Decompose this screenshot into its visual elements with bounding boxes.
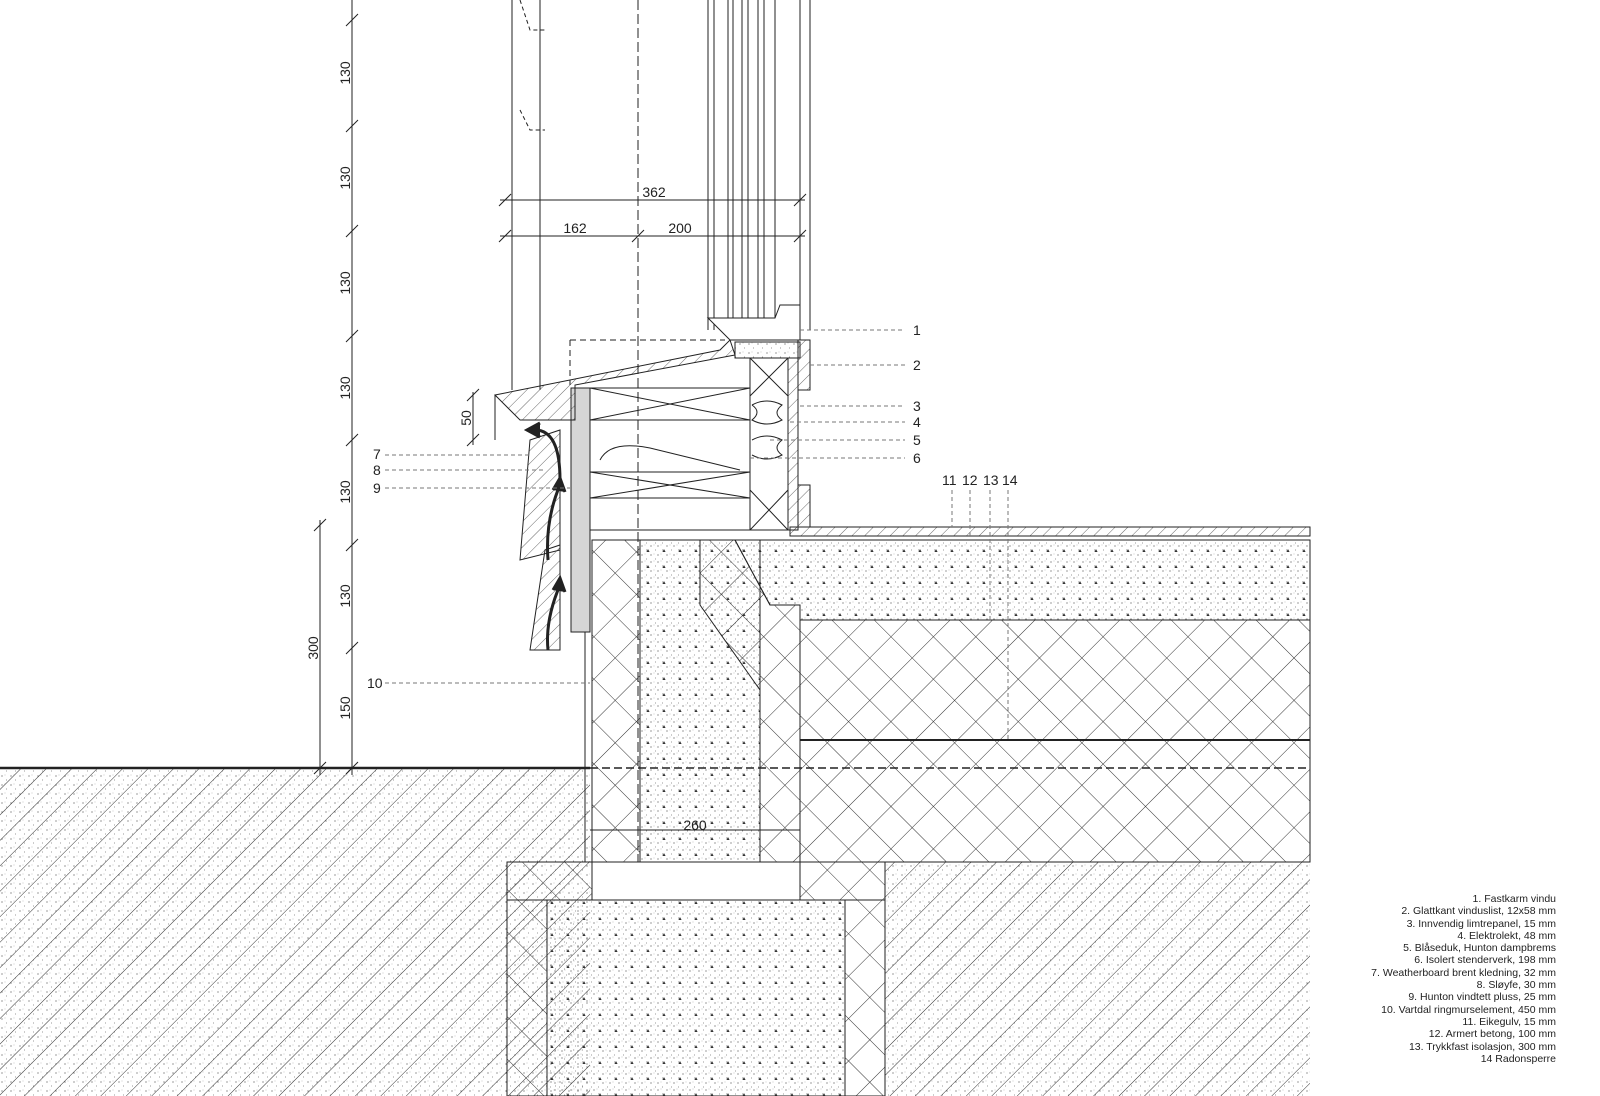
dimension-lines — [313, 0, 807, 775]
ground-right — [885, 862, 1310, 1096]
dim-130: 130 — [337, 61, 353, 85]
footing — [506, 861, 886, 1096]
legend-item: 4. Elektrolekt, 48 mm — [1457, 929, 1556, 942]
legend-item: 3. Innvendig limtrepanel, 15 mm — [1406, 917, 1556, 930]
callout-13: 13 — [983, 472, 999, 488]
window-sill — [493, 339, 736, 440]
legend-item: 14 Radonsperre — [1480, 1052, 1556, 1065]
legend-item: 5. Blåseduk, Hunton dampbrems — [1403, 942, 1556, 955]
callout-6: 6 — [913, 450, 921, 466]
callout-leaders — [385, 329, 1009, 740]
legend-item: 8. Sløyfe, 30 mm — [1476, 979, 1556, 992]
legend-item: 7. Weatherboard brent kledning, 32 mm — [1371, 966, 1556, 979]
legend-item: 11. Eikegulv, 15 mm — [1462, 1015, 1556, 1028]
legend-item: 1. Fastkarm vindu — [1472, 893, 1556, 905]
drawing-geometry — [0, 0, 1311, 1096]
callout-8: 8 — [373, 462, 381, 478]
callout-numbers: 1 2 3 4 5 6 7 8 9 10 11 12 13 14 — [367, 322, 1018, 691]
callout-2: 2 — [913, 357, 921, 373]
callout-11: 11 — [942, 472, 957, 488]
dim-130: 130 — [337, 480, 353, 504]
ring-wall-element — [584, 539, 801, 863]
dim-150: 150 — [337, 696, 353, 720]
legend-item: 2. Glattkant vinduslist, 12x58 mm — [1401, 905, 1556, 918]
dim-130: 130 — [337, 376, 353, 400]
dim-300: 300 — [305, 636, 321, 660]
callout-9: 9 — [373, 480, 381, 496]
dim-362: 362 — [642, 184, 666, 200]
dim-260: 260 — [683, 817, 707, 833]
ground-left — [0, 766, 590, 1096]
dim-130: 130 — [337, 271, 353, 295]
dim-200: 200 — [668, 220, 692, 236]
callout-10: 10 — [367, 675, 383, 691]
cladding — [511, 0, 561, 651]
callout-12: 12 — [962, 472, 978, 488]
window-frame — [706, 0, 811, 359]
legend-item: 10. Vartdal ringmurselement, 450 mm — [1381, 1003, 1556, 1016]
callout-5: 5 — [913, 432, 921, 448]
floor-oak — [789, 526, 1311, 537]
callout-14: 14 — [1002, 472, 1018, 488]
legend-item: 6. Isolert stenderverk, 198 mm — [1414, 954, 1556, 967]
stud-wall — [589, 339, 811, 531]
dimension-labels: 130 130 130 130 130 130 150 300 50 362 1… — [305, 61, 707, 833]
dim-130: 130 — [337, 166, 353, 190]
legend-item: 13. Trykkfast isolasjon, 300 mm — [1408, 1040, 1556, 1053]
dim-162: 162 — [563, 220, 587, 236]
callout-4: 4 — [913, 414, 921, 430]
legend: 1. Fastkarm vindu 2. Glattkant vinduslis… — [1371, 893, 1556, 1065]
callout-7: 7 — [373, 446, 381, 462]
legend-item: 9. Hunton vindtett pluss, 25 mm — [1408, 991, 1556, 1004]
floor-concrete — [734, 539, 1311, 621]
dim-50: 50 — [458, 410, 474, 426]
legend-item: 12. Armert betong, 100 mm — [1428, 1028, 1556, 1041]
wind-barrier-board — [570, 387, 591, 633]
callout-3: 3 — [913, 398, 921, 414]
callout-1: 1 — [913, 322, 921, 338]
dim-130: 130 — [337, 584, 353, 608]
